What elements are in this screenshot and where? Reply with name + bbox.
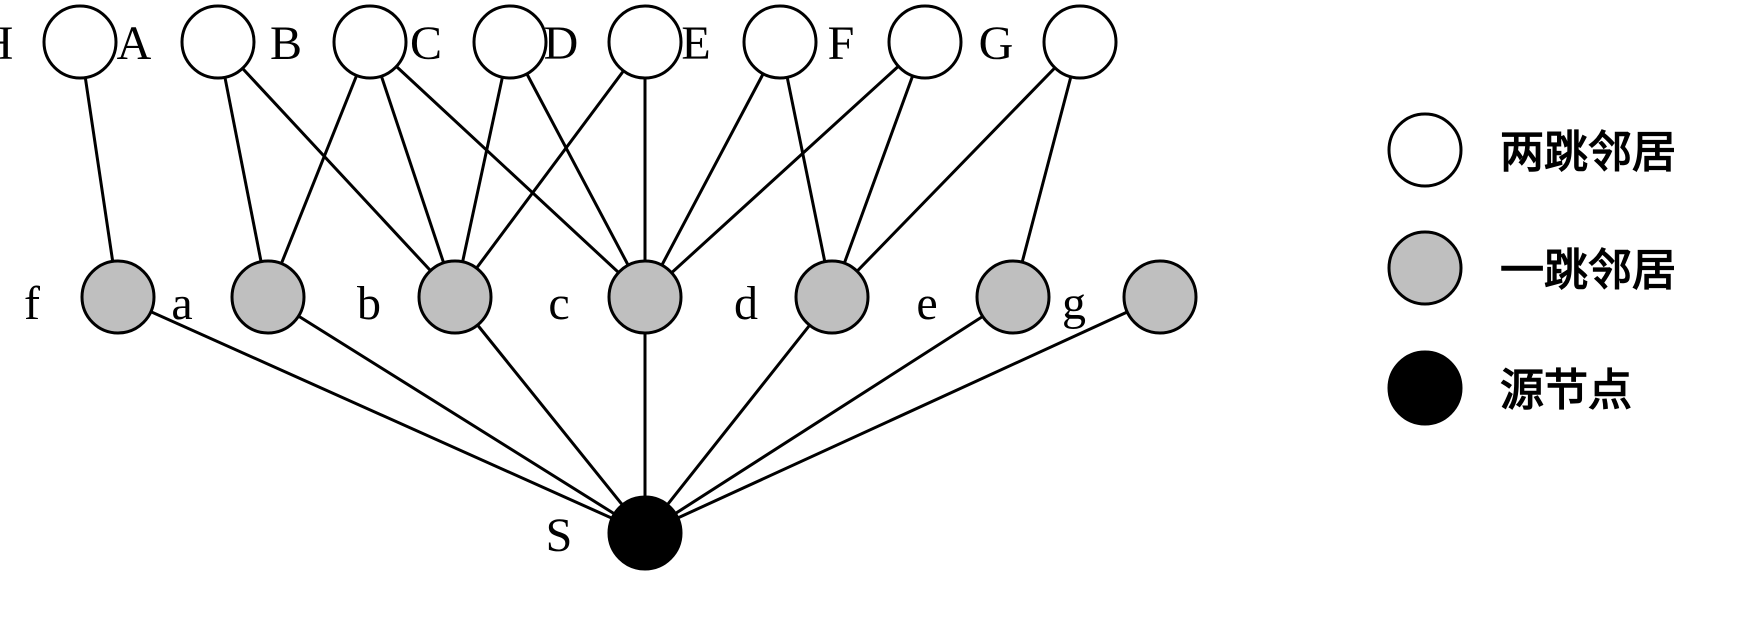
legend: 两跳邻居 一跳邻居 源节点 [1387, 112, 1676, 426]
edge-G-d [830, 40, 1082, 299]
two-hop-label-G: G [979, 17, 1014, 70]
edge-g-S [644, 295, 1161, 535]
edge-a-S [267, 295, 646, 535]
legend-two-hop-swatch [1387, 112, 1463, 188]
two-hop-node-G [1042, 4, 1118, 80]
edge-B-c [368, 40, 647, 299]
one-hop-label-d: d [734, 277, 758, 330]
nodes-layer [42, 4, 1198, 571]
one-hop-node-e [975, 259, 1051, 335]
one-hop-node-d [794, 259, 870, 335]
edge-C-b [453, 41, 512, 298]
two-hop-label-A: A [117, 17, 152, 70]
one-hop-node-b [417, 259, 493, 335]
edge-A-b [216, 40, 457, 299]
one-hop-label-f: f [24, 277, 40, 330]
edge-B-b [368, 41, 457, 298]
edge-E-c [643, 41, 782, 298]
two-hop-label-D: D [544, 17, 579, 70]
one-hop-node-f [80, 259, 156, 335]
one-hop-node-a [230, 259, 306, 335]
one-hop-label-a: a [171, 277, 192, 330]
edge-e-S [644, 295, 1014, 535]
legend-one-hop-label: 一跳邻居 [1500, 245, 1676, 296]
labels-layer: H A B C D E F Gf a b c d e gS [0, 17, 1086, 562]
edge-C-c [508, 41, 647, 298]
two-hop-label-F: F [828, 17, 855, 70]
one-hop-label-g: g [1062, 277, 1086, 330]
edge-D-b [453, 41, 647, 298]
source-label-S: S [546, 509, 573, 562]
one-hop-label-e: e [916, 277, 937, 330]
two-hop-node-A [180, 4, 256, 80]
two-hop-node-D [607, 4, 683, 80]
two-hop-node-B [332, 4, 408, 80]
two-hop-node-H [42, 4, 118, 80]
one-hop-node-g [1122, 259, 1198, 335]
edge-E-d [778, 41, 834, 298]
edge-d-S [643, 296, 834, 534]
two-hop-label-E: E [681, 17, 710, 70]
two-hop-label-H: H [0, 17, 13, 70]
edge-b-S [453, 296, 647, 534]
one-hop-label-c: c [548, 277, 569, 330]
edge-B-a [266, 41, 372, 298]
legend-two-hop-label: 两跳邻居 [1500, 127, 1676, 178]
two-hop-node-F [887, 4, 963, 80]
source-node-S [607, 495, 683, 571]
two-hop-node-E [742, 4, 818, 80]
legend-one-hop-swatch [1387, 230, 1463, 306]
edge-H-f [78, 41, 120, 298]
legend-source-label: 源节点 [1500, 365, 1632, 416]
two-hop-node-C [472, 4, 548, 80]
one-hop-label-b: b [357, 277, 381, 330]
edges-layer [78, 40, 1161, 535]
edge-G-e [1011, 41, 1082, 298]
two-hop-label-C: C [410, 17, 442, 70]
edge-f-S [117, 295, 646, 535]
legend-source-swatch [1387, 350, 1463, 426]
edge-F-c [643, 40, 927, 299]
two-hop-label-B: B [270, 17, 302, 70]
edge-F-d [830, 41, 927, 298]
one-hop-node-c [607, 259, 683, 335]
edge-A-a [216, 41, 270, 298]
